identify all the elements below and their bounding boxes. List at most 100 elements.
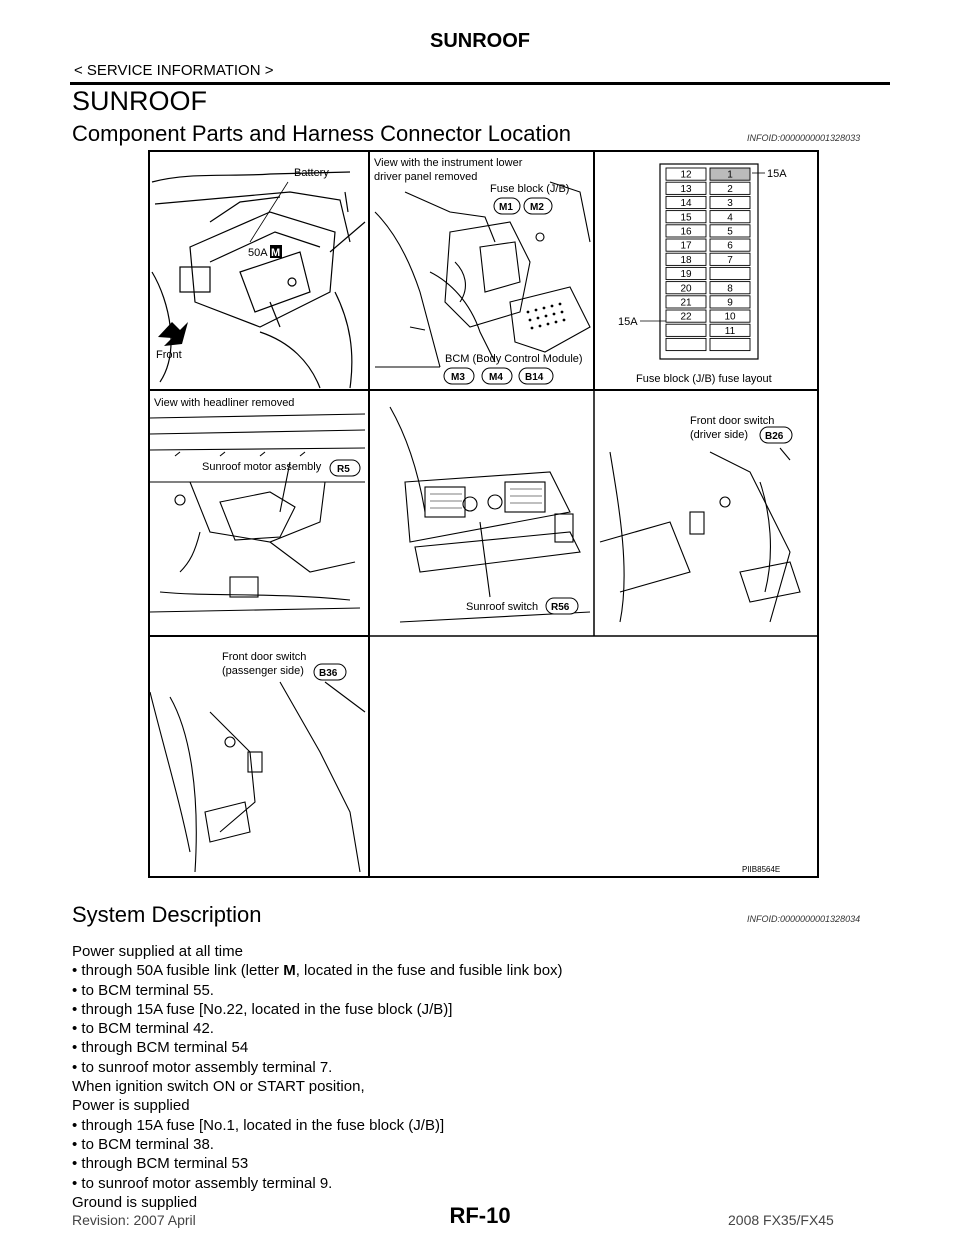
fuse-cell	[709, 309, 751, 323]
svg-text:B26: B26	[765, 431, 784, 442]
header-rule	[70, 82, 890, 85]
system-infoid: INFOID:0000000001328034	[747, 914, 861, 924]
fuse-cell	[665, 337, 707, 352]
fuse-number: 4	[727, 212, 733, 223]
fuse-cell	[709, 195, 751, 210]
fuse-cell	[665, 281, 707, 295]
fuse-number: 9	[727, 298, 733, 309]
body-line: • to BCM terminal 38.	[72, 1135, 214, 1153]
fuse-number: 18	[680, 255, 692, 266]
page-number: RF-10	[449, 1203, 511, 1228]
fusible-link-label: 50A	[248, 247, 268, 259]
fuse-number: 12	[680, 170, 692, 181]
fuse-cell	[709, 281, 751, 295]
view-instrument-line2: driver panel removed	[374, 171, 477, 183]
component-heading: Component Parts and Harness Connector Lo…	[72, 121, 571, 146]
fuse-layout-caption: Fuse block (J/B) fuse layout	[636, 373, 772, 385]
body-line: • to BCM terminal 42.	[72, 1020, 214, 1038]
fuse-number: 1	[727, 170, 733, 181]
door-passenger-illustration	[150, 681, 366, 873]
view-headliner-label: View with headliner removed	[154, 397, 294, 409]
body-line: • to sunroof motor assembly terminal 9.	[72, 1174, 333, 1192]
headliner-illustration	[150, 413, 366, 613]
fuse-cell	[665, 266, 707, 281]
fuse-number: 3	[727, 198, 733, 209]
svg-text:M3: M3	[451, 372, 465, 383]
engine-room-illustration	[151, 171, 366, 389]
fuse-number: 15	[680, 212, 692, 223]
fuse-cell	[709, 252, 751, 266]
fuse-cell	[665, 238, 707, 252]
fuse-number: 19	[680, 269, 692, 280]
fuse-number: 17	[680, 241, 692, 252]
body-line: • through 50A fusible link (letter M, lo…	[72, 962, 563, 980]
body-line: Power supplied at all time	[72, 943, 243, 960]
fuse-cell	[709, 323, 751, 337]
fuse-cell	[665, 167, 707, 181]
fuse-number: 7	[727, 255, 733, 266]
svg-text:B14: B14	[525, 372, 544, 383]
fuse-number: 11	[725, 326, 736, 337]
fuse-number: 5	[727, 227, 733, 238]
body-line: • through BCM terminal 53	[72, 1155, 249, 1173]
fuse-cell	[709, 266, 751, 281]
fuse-cell	[709, 337, 751, 352]
fusible-letter-badge: M	[271, 247, 280, 259]
fuse-cell	[665, 210, 707, 224]
front-door-pass-line1: Front door switch	[222, 651, 306, 663]
map-lamp-illustration	[389, 406, 591, 623]
bcm-label: BCM (Body Control Module)	[445, 353, 583, 365]
door-driver-illustration	[599, 447, 801, 623]
fuse-number: 6	[727, 241, 733, 252]
svg-text:M1: M1	[499, 202, 513, 213]
body-line: • through BCM terminal 54	[72, 1039, 249, 1057]
svg-text:M4: M4	[489, 372, 503, 383]
page-header-title: SUNROOF	[430, 30, 530, 52]
view-instrument-line1: View with the instrument lower	[374, 157, 523, 169]
fuse-cell	[709, 210, 751, 224]
front-door-driver-line1: Front door switch	[690, 415, 774, 427]
fuse-cell	[709, 224, 751, 238]
connector-m1: M1	[493, 197, 521, 215]
body-line: • through 15A fuse [No.1, located in the…	[72, 1116, 445, 1134]
system-heading: System Description	[72, 902, 262, 927]
fuse-cell	[709, 167, 751, 181]
body-line: Ground is supplied	[72, 1193, 198, 1211]
svg-text:M2: M2	[530, 202, 544, 213]
connector-m4: M4	[481, 367, 513, 385]
fuse-number: 21	[680, 298, 692, 309]
bcm-illustration	[374, 181, 591, 368]
fuse-number: 16	[680, 227, 692, 238]
connector-r5: R5	[329, 459, 361, 477]
fuse-cell	[665, 224, 707, 238]
fuse-block-label: Fuse block (J/B)	[490, 183, 569, 195]
sunroof-switch-label: Sunroof switch	[466, 601, 538, 613]
front-label: Front	[156, 349, 182, 361]
fuse-cell	[665, 195, 707, 210]
fuse-cell	[709, 181, 751, 195]
svg-text:R56: R56	[551, 602, 570, 613]
fuse-cell	[665, 323, 707, 337]
fuse-amp-top: 15A	[767, 168, 787, 180]
fuse-number: 2	[727, 184, 733, 195]
component-infoid: INFOID:0000000001328033	[747, 133, 861, 143]
figure-id: PIIB8564E	[742, 865, 780, 874]
connector-b36: B36	[313, 663, 347, 681]
body-line: • to BCM terminal 55.	[72, 981, 214, 999]
battery-label: Battery	[294, 167, 329, 179]
svg-text:B36: B36	[319, 668, 338, 679]
fuse-number: 14	[680, 198, 692, 209]
connector-m2: M2	[523, 197, 553, 215]
body-line: • through 15A fuse [No.22, located in th…	[72, 1000, 453, 1018]
fuse-number: 10	[724, 312, 736, 323]
connector-m3: M3	[443, 367, 475, 385]
body-line: Power is supplied	[72, 1097, 190, 1115]
section-title: SUNROOF	[72, 86, 207, 116]
fuse-cell	[665, 295, 707, 309]
svg-text:R5: R5	[337, 464, 350, 475]
footer-model: 2008 FX35/FX45	[728, 1212, 834, 1228]
body-line: • to sunroof motor assembly terminal 7.	[72, 1058, 333, 1076]
fuse-cell	[665, 181, 707, 195]
front-door-driver-line2: (driver side)	[690, 429, 748, 441]
